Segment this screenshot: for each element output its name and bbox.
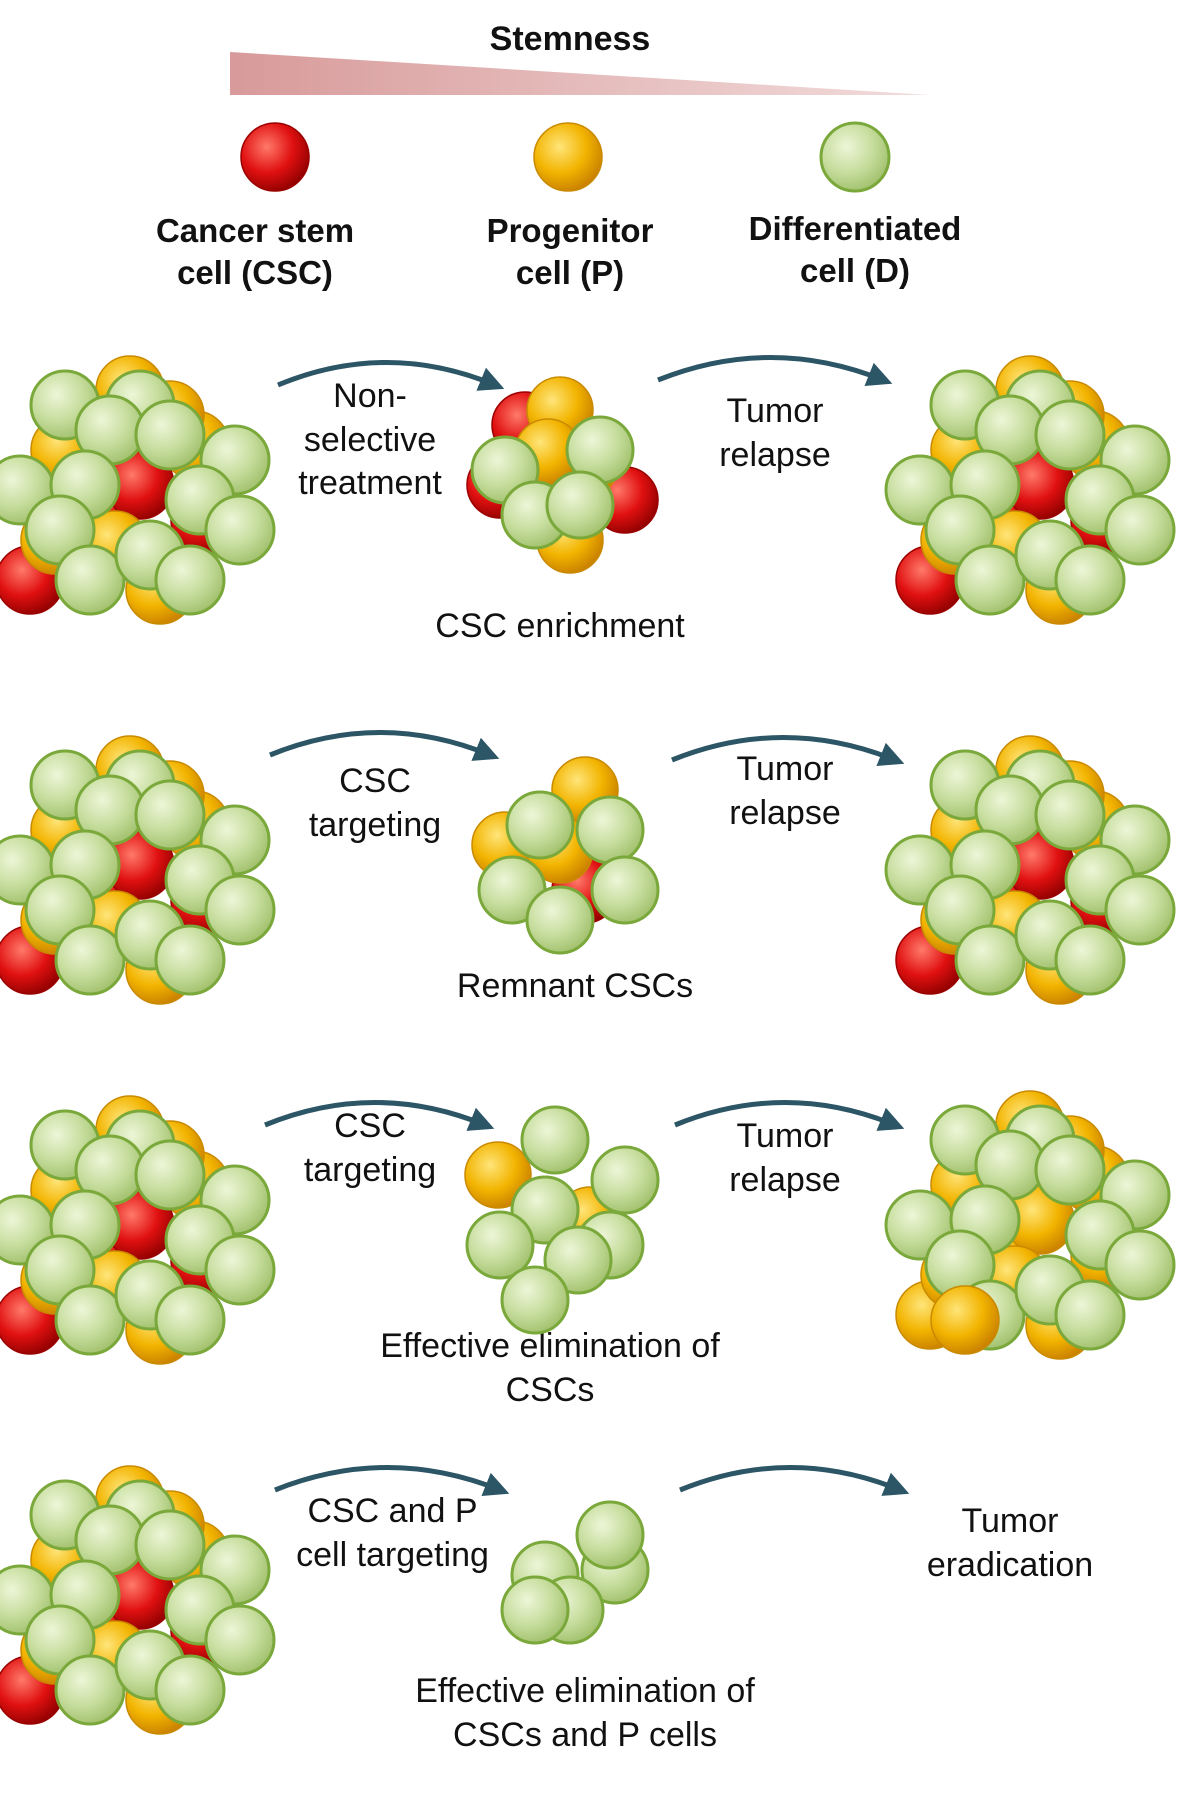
row3-arrow-targeting (264, 1100, 495, 1131)
row3-step1-label: CSC targeting (303, 1107, 437, 1189)
row1-initial-tumor-outer-cell-12 (154, 544, 226, 616)
row3-initial-tumor-outer-cell-3 (134, 1139, 206, 1211)
row3-caption: Effective elimination of CSCs (380, 1327, 720, 1409)
row4-step1-label: CSC and P cell targeting (296, 1492, 489, 1574)
row4-arrow-targeting (274, 1465, 510, 1497)
row1-relapsed-tumor-outer-cell-10 (954, 544, 1026, 616)
row2-relapsed-tumor-outer-cell-10 (954, 924, 1026, 996)
row1-initial-tumor-outer-cell-3 (134, 399, 206, 471)
row1-relapsed-tumor-outer-cell-9 (1104, 494, 1176, 566)
row4-residual-cell-4 (500, 1575, 570, 1645)
row3-initial-tumor-outer-cell-10 (54, 1284, 126, 1356)
row4-initial-tumor-outer-cell-3 (134, 1509, 206, 1581)
row3-relapsed-tumor-outer-cell-12 (1054, 1279, 1126, 1351)
row2-arrow-targeting (269, 730, 500, 761)
row2-residual-outer-3 (525, 885, 595, 955)
row2-residual-outer-1 (575, 795, 645, 865)
row1-arrow-relapse (657, 355, 893, 387)
row1-relapsed-tumor-outer-cell-3 (1034, 399, 1106, 471)
row3-step2-label: Tumor relapse (729, 1117, 841, 1199)
row2-residual-outer-4 (590, 855, 660, 925)
row4-initial-tumor-outer-cell-12 (154, 1654, 226, 1726)
row2-relapsed-tumor-outer-cell-3 (1034, 779, 1106, 851)
legend-label-progenitor: Progenitor cell (P) (486, 212, 654, 292)
legend-label-differentiated: Differentiated cell (D) (748, 210, 962, 290)
row3-residual-outer-6 (500, 1265, 570, 1335)
row1-residual-outer-3 (545, 470, 615, 540)
row2-initial-tumor-outer-cell-12 (154, 924, 226, 996)
row2-initial-tumor-outer-cell-9 (204, 874, 276, 946)
row3-residual-outer-5 (543, 1225, 613, 1295)
row3-residual-outer-3 (465, 1210, 535, 1280)
row3-residual-outer-1 (590, 1145, 660, 1215)
row3-initial-tumor-outer-cell-9 (204, 1234, 276, 1306)
row4-outcome-label: Tumor eradication (926, 1502, 1094, 1584)
legend-differentiated-cell (819, 121, 891, 193)
row2-initial-tumor-outer-cell-3 (134, 779, 206, 851)
row2-step2-label: Tumor relapse (729, 750, 841, 832)
legend-csc-cell (240, 122, 310, 192)
row4-initial-tumor-outer-cell-10 (54, 1654, 126, 1726)
row3-residual-outer-0 (520, 1105, 590, 1175)
row2-step1-label: CSC targeting (308, 762, 442, 844)
row2-relapsed-tumor-outer-cell-9 (1104, 874, 1176, 946)
stemness-title: Stemness (489, 20, 651, 58)
row1-arrow-treatment (277, 360, 505, 391)
row1-relapsed-tumor-outer-cell-12 (1054, 544, 1126, 616)
row2-residual-outer-0 (505, 790, 575, 860)
row3-relapsed-tumor-outer-cell-13 (930, 1285, 1000, 1355)
row4-initial-tumor-outer-cell-9 (204, 1604, 276, 1676)
row3-residual-inner-0 (464, 1141, 532, 1209)
row2-caption: Remnant CSCs (456, 967, 694, 1005)
row1-step1-label: Non- selective treatment (298, 377, 442, 503)
row2-initial-tumor-outer-cell-10 (54, 924, 126, 996)
row1-caption: CSC enrichment (435, 607, 685, 645)
row1-initial-tumor-outer-cell-10 (54, 544, 126, 616)
row2-relapsed-tumor-outer-cell-12 (1054, 924, 1126, 996)
row3-relapsed-tumor-outer-cell-9 (1104, 1229, 1176, 1301)
legend-label-csc: Cancer stem cell (CSC) (155, 212, 355, 292)
row4-residual-cell-2 (575, 1500, 645, 1570)
stemness-gradient-wedge (230, 52, 930, 95)
row4-arrow-eradication (679, 1465, 910, 1496)
row4-caption: Effective elimination of CSCs and P cell… (415, 1672, 755, 1754)
row3-arrow-relapse (674, 1100, 905, 1131)
row3-initial-tumor-outer-cell-12 (154, 1284, 226, 1356)
legend-progenitor-cell (533, 122, 603, 192)
row2-arrow-relapse (671, 735, 905, 766)
row1-initial-tumor-outer-cell-9 (204, 494, 276, 566)
row3-relapsed-tumor-outer-cell-3 (1034, 1134, 1106, 1206)
row1-step2-label: Tumor relapse (719, 392, 831, 474)
